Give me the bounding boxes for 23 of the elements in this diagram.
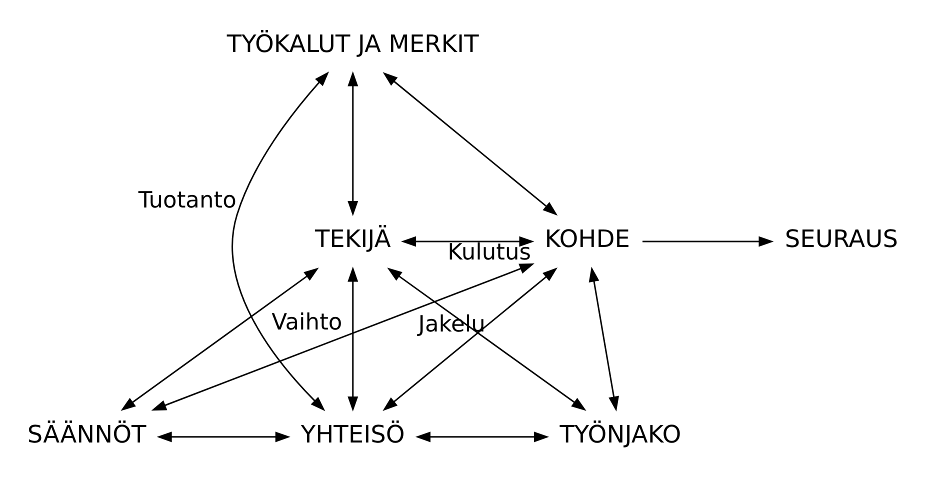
arrow	[642, 236, 774, 247]
arrow	[387, 268, 586, 411]
node-text: YHTEISÖ	[300, 420, 405, 449]
arrow	[156, 432, 290, 442]
node-text: SÄÄNNÖT	[27, 420, 146, 449]
arrow	[120, 268, 319, 411]
arrow	[382, 72, 558, 216]
node-text: TYÖNJAKO	[560, 420, 682, 449]
arrow	[151, 263, 535, 411]
arrow	[348, 71, 358, 216]
node-text: TEKIJÄ	[314, 225, 391, 254]
arrow	[588, 266, 619, 412]
node-text: TYÖKALUT JA MERKIT	[226, 30, 479, 58]
arrow	[382, 268, 558, 412]
edge-label: Vaihto	[272, 309, 342, 336]
arrow	[232, 71, 330, 412]
arrow	[401, 236, 534, 247]
edge-label: Tuotanto	[138, 187, 236, 214]
arrow	[348, 266, 358, 412]
edge-label: Kulutus	[448, 240, 532, 266]
node-text: SEURAUS	[784, 225, 898, 254]
node-text: KOHDE	[544, 225, 630, 254]
arrow	[415, 432, 550, 442]
